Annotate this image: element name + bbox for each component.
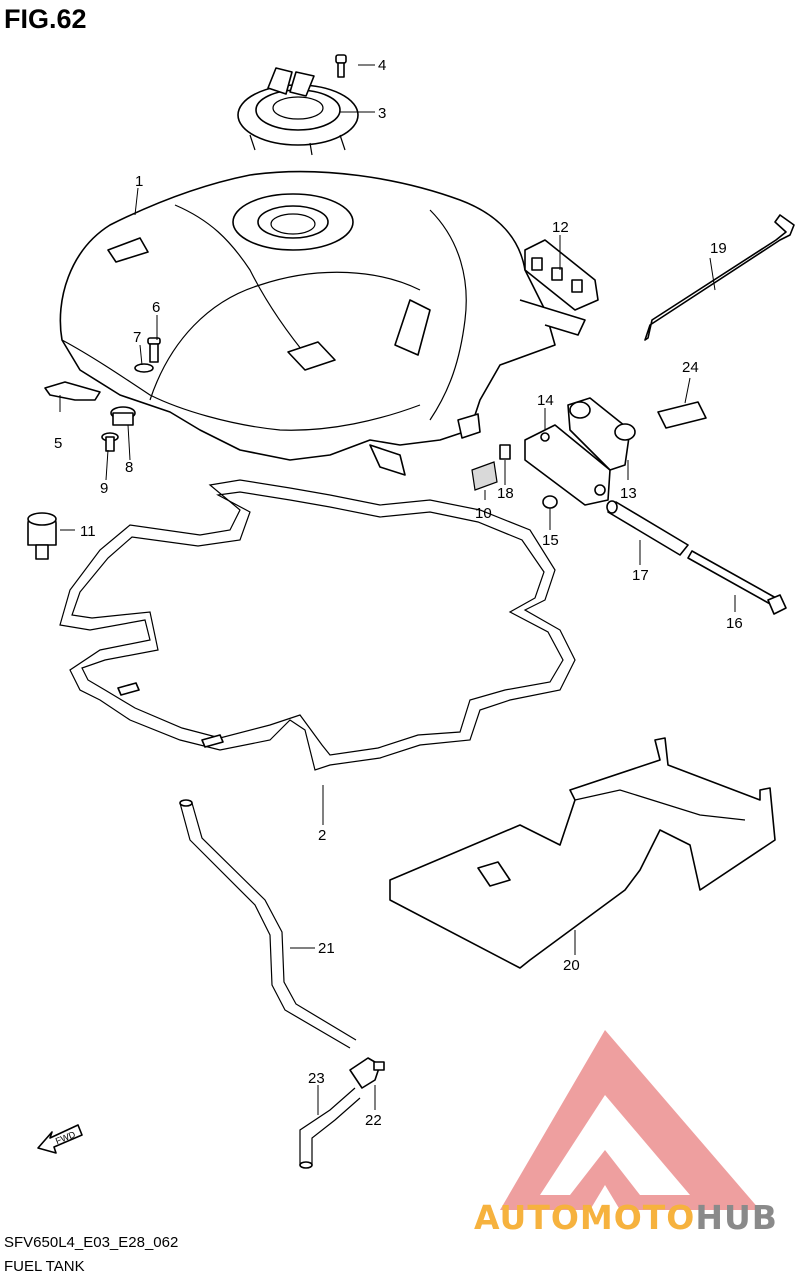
callout-12: 12	[552, 219, 569, 236]
callout-21: 21	[318, 940, 335, 957]
clip-part-18	[499, 444, 511, 460]
callout-5: 5	[54, 435, 62, 452]
bracket-part-5	[44, 381, 101, 401]
callout-7: 7	[133, 329, 141, 346]
fwd-label: FWD	[54, 1129, 77, 1146]
spacer-tube-part-17	[606, 500, 689, 556]
leader-lines	[59, 64, 736, 1115]
callout-20: 20	[563, 957, 580, 974]
callout-9: 9	[100, 480, 108, 497]
callout-17: 17	[632, 567, 649, 584]
callout-1: 1	[135, 173, 143, 190]
callout-2: 2	[318, 827, 326, 844]
hinge-bracket-part-14	[524, 424, 611, 506]
fuel-tank-part-1	[59, 170, 586, 476]
prop-rod-part-19	[644, 214, 795, 341]
callout-8: 8	[125, 459, 133, 476]
callout-4: 4	[378, 57, 386, 74]
model-code: SFV650L4_E03_E28_062	[4, 1234, 179, 1251]
damper-part-11	[27, 512, 57, 560]
figure-title: FIG.62	[4, 4, 87, 34]
fitting-part-22	[349, 1057, 385, 1089]
brand-moto: MOTO	[579, 1198, 696, 1237]
callout-11: 11	[80, 523, 96, 540]
hinge-part-13	[567, 397, 636, 471]
callout-19: 19	[710, 240, 727, 257]
automotohub-logo	[500, 1030, 760, 1210]
hose-part-23	[299, 1087, 361, 1169]
callout-22: 22	[365, 1112, 382, 1129]
label-part-24	[657, 401, 707, 429]
cushion-part-10	[471, 461, 498, 491]
seal-part-2	[59, 479, 576, 771]
heat-shield-part-20	[389, 737, 776, 969]
fuel-cap-part-3	[237, 67, 359, 156]
callout-14: 14	[537, 392, 554, 409]
section-title: FUEL TANK	[4, 1258, 85, 1275]
callout-15: 15	[542, 532, 559, 549]
bolt-part-4	[335, 54, 347, 78]
brand-auto: AUTO	[474, 1198, 580, 1237]
pin-part-9	[101, 432, 119, 452]
callout-23: 23	[308, 1070, 325, 1087]
callout-6: 6	[152, 299, 160, 316]
bolt-part-6	[147, 337, 161, 363]
hose-part-21	[179, 799, 357, 1049]
washer-part-7	[134, 363, 154, 373]
callout-13: 13	[620, 485, 637, 502]
callout-numbers: 1 2 3 4 5 6 7 8 9 10 11 12 13 14 15 16 1…	[54, 57, 743, 1129]
callout-18: 18	[497, 485, 514, 502]
forward-direction-arrow-icon: FWD	[37, 1124, 83, 1154]
callout-10: 10	[475, 505, 492, 522]
callout-3: 3	[378, 105, 386, 122]
callout-24: 24	[682, 359, 699, 376]
brand-hub: HUB	[695, 1198, 778, 1237]
long-bolt-part-16	[687, 550, 787, 615]
collar-part-15	[542, 495, 558, 509]
bracket-part-12	[524, 239, 599, 311]
automotohub-wordmark: AUTOMOTOHUB	[474, 1198, 778, 1237]
grommet-part-8	[110, 406, 136, 426]
callout-16: 16	[726, 615, 743, 632]
